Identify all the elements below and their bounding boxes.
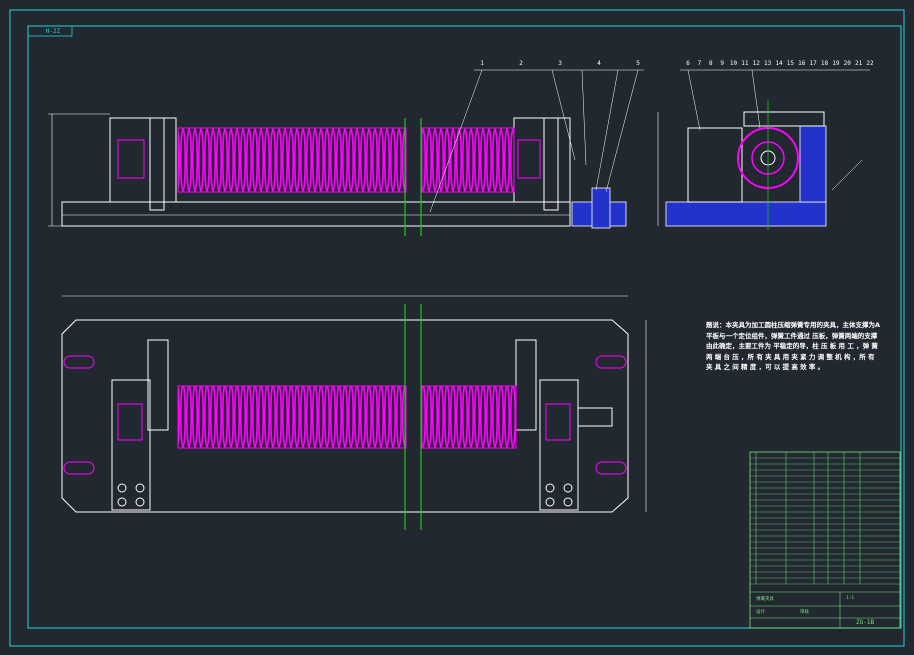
bom-table xyxy=(749,451,901,629)
side-view xyxy=(657,69,870,230)
inner-border xyxy=(27,25,902,629)
front-left-support xyxy=(109,117,177,203)
leader-side-c xyxy=(831,159,863,191)
plan-view xyxy=(61,295,647,530)
balloon-label: 18 xyxy=(820,60,829,67)
balloon-label: 21 xyxy=(855,60,863,67)
side-right-column xyxy=(799,125,827,203)
balloon-label: 10 xyxy=(729,60,738,67)
plan-right-block xyxy=(539,379,579,511)
leader-1 xyxy=(429,69,483,213)
tb-footer-right: 审核 xyxy=(800,610,809,615)
balloon-label: 19 xyxy=(832,60,840,67)
plan-left-bolt-4 xyxy=(135,497,145,507)
plan-left-clamp xyxy=(117,403,143,441)
sheet-tag: H-2Z xyxy=(45,28,61,35)
plan-right-bolt-4 xyxy=(563,497,573,507)
balloon-label: 7 xyxy=(697,60,702,67)
plan-right-bolt-2 xyxy=(563,483,573,493)
technical-note: 题说：本夹具为加工圆柱压缩弹簧专用的夹具，主体支撑为A平板与一个定位组件，弹簧工… xyxy=(706,321,881,371)
plan-left-block xyxy=(111,379,151,511)
balloon-label: 9 xyxy=(720,60,724,67)
side-clamp-arm xyxy=(743,111,825,127)
tb-footer-left: 设计 xyxy=(756,610,765,615)
balloon-label: 12 xyxy=(752,60,760,67)
front-right-clamp xyxy=(517,139,541,179)
leader-3 xyxy=(581,69,587,166)
plan-right-clamp xyxy=(545,403,571,441)
sheet-tag-box xyxy=(27,25,73,37)
side-base xyxy=(665,201,827,227)
balloon-label: 22 xyxy=(866,60,874,67)
balloon-label: 1 xyxy=(480,60,484,67)
title-block xyxy=(749,451,901,629)
front-right-support xyxy=(513,117,571,203)
plan-left-bolt-3 xyxy=(117,497,127,507)
tb-scale: 1:1 xyxy=(846,596,855,601)
balloon-label: 3 xyxy=(558,60,562,67)
tb-drawing-name: 弹簧夹具 xyxy=(756,597,774,602)
balloon-label: 8 xyxy=(708,60,713,67)
leader-side-a xyxy=(687,69,701,131)
plan-right-bolt-3 xyxy=(545,497,555,507)
side-left-column xyxy=(687,127,743,203)
balloon-label: 2 xyxy=(519,60,523,67)
balloon-label: 13 xyxy=(764,60,772,67)
balloon-label: 17 xyxy=(809,60,817,67)
plan-slot-tr xyxy=(595,355,627,369)
tb-drawing-no: ZG-1B xyxy=(856,619,875,626)
bom-rows xyxy=(750,457,900,585)
outer-border xyxy=(9,9,905,647)
plan-slot-bl xyxy=(63,461,95,475)
leader-side-b xyxy=(751,69,761,129)
leader-2 xyxy=(551,69,576,161)
plan-right-bolt-1 xyxy=(545,483,555,493)
balloon-label: 5 xyxy=(636,60,640,67)
leader-5 xyxy=(605,69,639,193)
balloon-label: 6 xyxy=(686,60,690,67)
leader-4 xyxy=(595,69,619,191)
front-left-clamp xyxy=(117,139,145,179)
balloon-label: 11 xyxy=(741,60,749,67)
front-right-bolt xyxy=(543,117,559,211)
plan-base-plate xyxy=(61,319,629,513)
plan-left-bolt-1 xyxy=(117,483,127,493)
balloon-label: 16 xyxy=(798,60,806,67)
balloon-label: 15 xyxy=(786,60,794,67)
plan-left-bolt-2 xyxy=(135,483,145,493)
balloon-label: 4 xyxy=(597,60,601,67)
plan-right-tab xyxy=(577,407,613,427)
front-right-post xyxy=(591,187,611,229)
front-spring-left xyxy=(177,127,407,193)
front-base-plate xyxy=(61,201,571,227)
plan-right-upright xyxy=(515,339,537,431)
front-left-bolt xyxy=(149,117,165,211)
plan-left-upright xyxy=(147,339,169,431)
balloon-label: 20 xyxy=(843,60,851,67)
plan-spring-right xyxy=(421,385,517,449)
balloon-label: 14 xyxy=(775,60,783,67)
plan-slot-tl xyxy=(63,355,95,369)
plan-slot-br xyxy=(595,461,627,475)
plan-spring-left xyxy=(177,385,407,449)
front-spring-right xyxy=(421,127,515,193)
front-view xyxy=(48,69,644,236)
